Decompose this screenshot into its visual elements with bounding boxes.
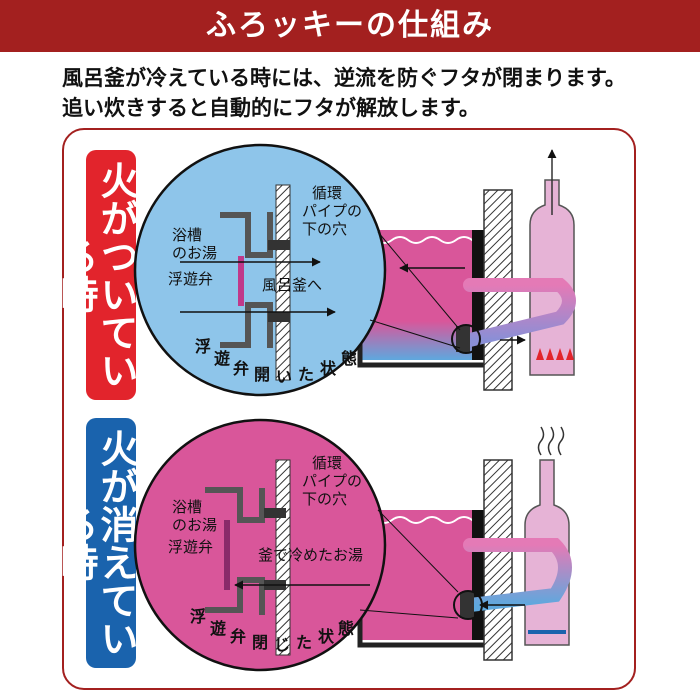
fire-off-label: 火が消えている時 [54, 418, 138, 668]
bottom-panel: 循環 パイプの 下の穴 浴槽 のお湯 浮遊弁 釜で冷めたお湯 浮 遊 弁 閉 じ… [133, 418, 572, 672]
zoom-circle-bottom [133, 418, 387, 672]
svg-text:状: 状 [320, 359, 337, 378]
svg-text:た: た [296, 633, 312, 652]
page-title: ふろッキーの仕組み [206, 8, 494, 43]
intro-line-1: 風呂釜が冷えている時には、逆流を防ぐフタが閉まります。 [62, 66, 626, 90]
fire-on-label: 火がついている時 [54, 150, 138, 400]
wall-hatch-bottom [483, 459, 513, 661]
svg-text:開: 開 [254, 365, 270, 384]
zoom-circle-top [133, 143, 387, 397]
svg-text:態: 態 [341, 349, 357, 368]
svg-text:閉: 閉 [252, 633, 268, 652]
svg-text:弁: 弁 [230, 627, 246, 646]
floating-valve-open [238, 256, 244, 306]
svg-text:じ: じ [274, 635, 290, 654]
svg-text:態: 態 [338, 619, 354, 638]
svg-text:状: 状 [318, 627, 335, 646]
pipe-hole-label-top: 循環 パイプの 下の穴 [302, 184, 367, 238]
flow-label-bottom: 釜で冷めたお湯 [258, 546, 363, 564]
svg-text:遊: 遊 [214, 349, 230, 368]
svg-text:浮: 浮 [195, 337, 211, 356]
valve-label-bottom: 浮遊弁 [168, 538, 213, 556]
svg-text:い: い [276, 367, 292, 386]
svg-text:弁: 弁 [233, 359, 249, 378]
floating-valve-closed [224, 520, 230, 590]
circulation-pipe-bottom [463, 538, 572, 612]
circulation-pipe [463, 278, 576, 347]
svg-text:浮: 浮 [190, 607, 206, 626]
steam-icon [537, 426, 545, 456]
valve-label-top: 浮遊弁 [168, 270, 213, 288]
intro-line-2: 追い炊きすると自動的にフタが解放します。 [62, 96, 480, 120]
svg-text:遊: 遊 [210, 619, 226, 638]
diagram-frame [62, 128, 636, 690]
state-label-top: 浮 遊 弁 開 い た 状 態 [195, 337, 357, 386]
state-label-bottom: 浮 遊 弁 閉 じ た 状 態 [190, 607, 354, 654]
valve-zoom-circle-bottom [453, 590, 483, 620]
flame-icon [536, 348, 574, 360]
bath-water-label-top: 浴槽 のお湯 [172, 226, 217, 262]
top-panel: 循環 パイプの 下の穴 浴槽 のお湯 浮遊弁 風呂釜へ 浮 遊 弁 開 い た … [133, 143, 576, 397]
pipe-hole-label-bottom: 循環 パイプの 下の穴 [302, 454, 367, 508]
svg-text:た: た [298, 365, 314, 384]
flow-label-top: 風呂釜へ [262, 276, 322, 294]
valve-zoom-circle [451, 324, 481, 354]
header-bar [0, 0, 700, 52]
bath-water-label-bottom: 浴槽 のお湯 [172, 498, 217, 534]
